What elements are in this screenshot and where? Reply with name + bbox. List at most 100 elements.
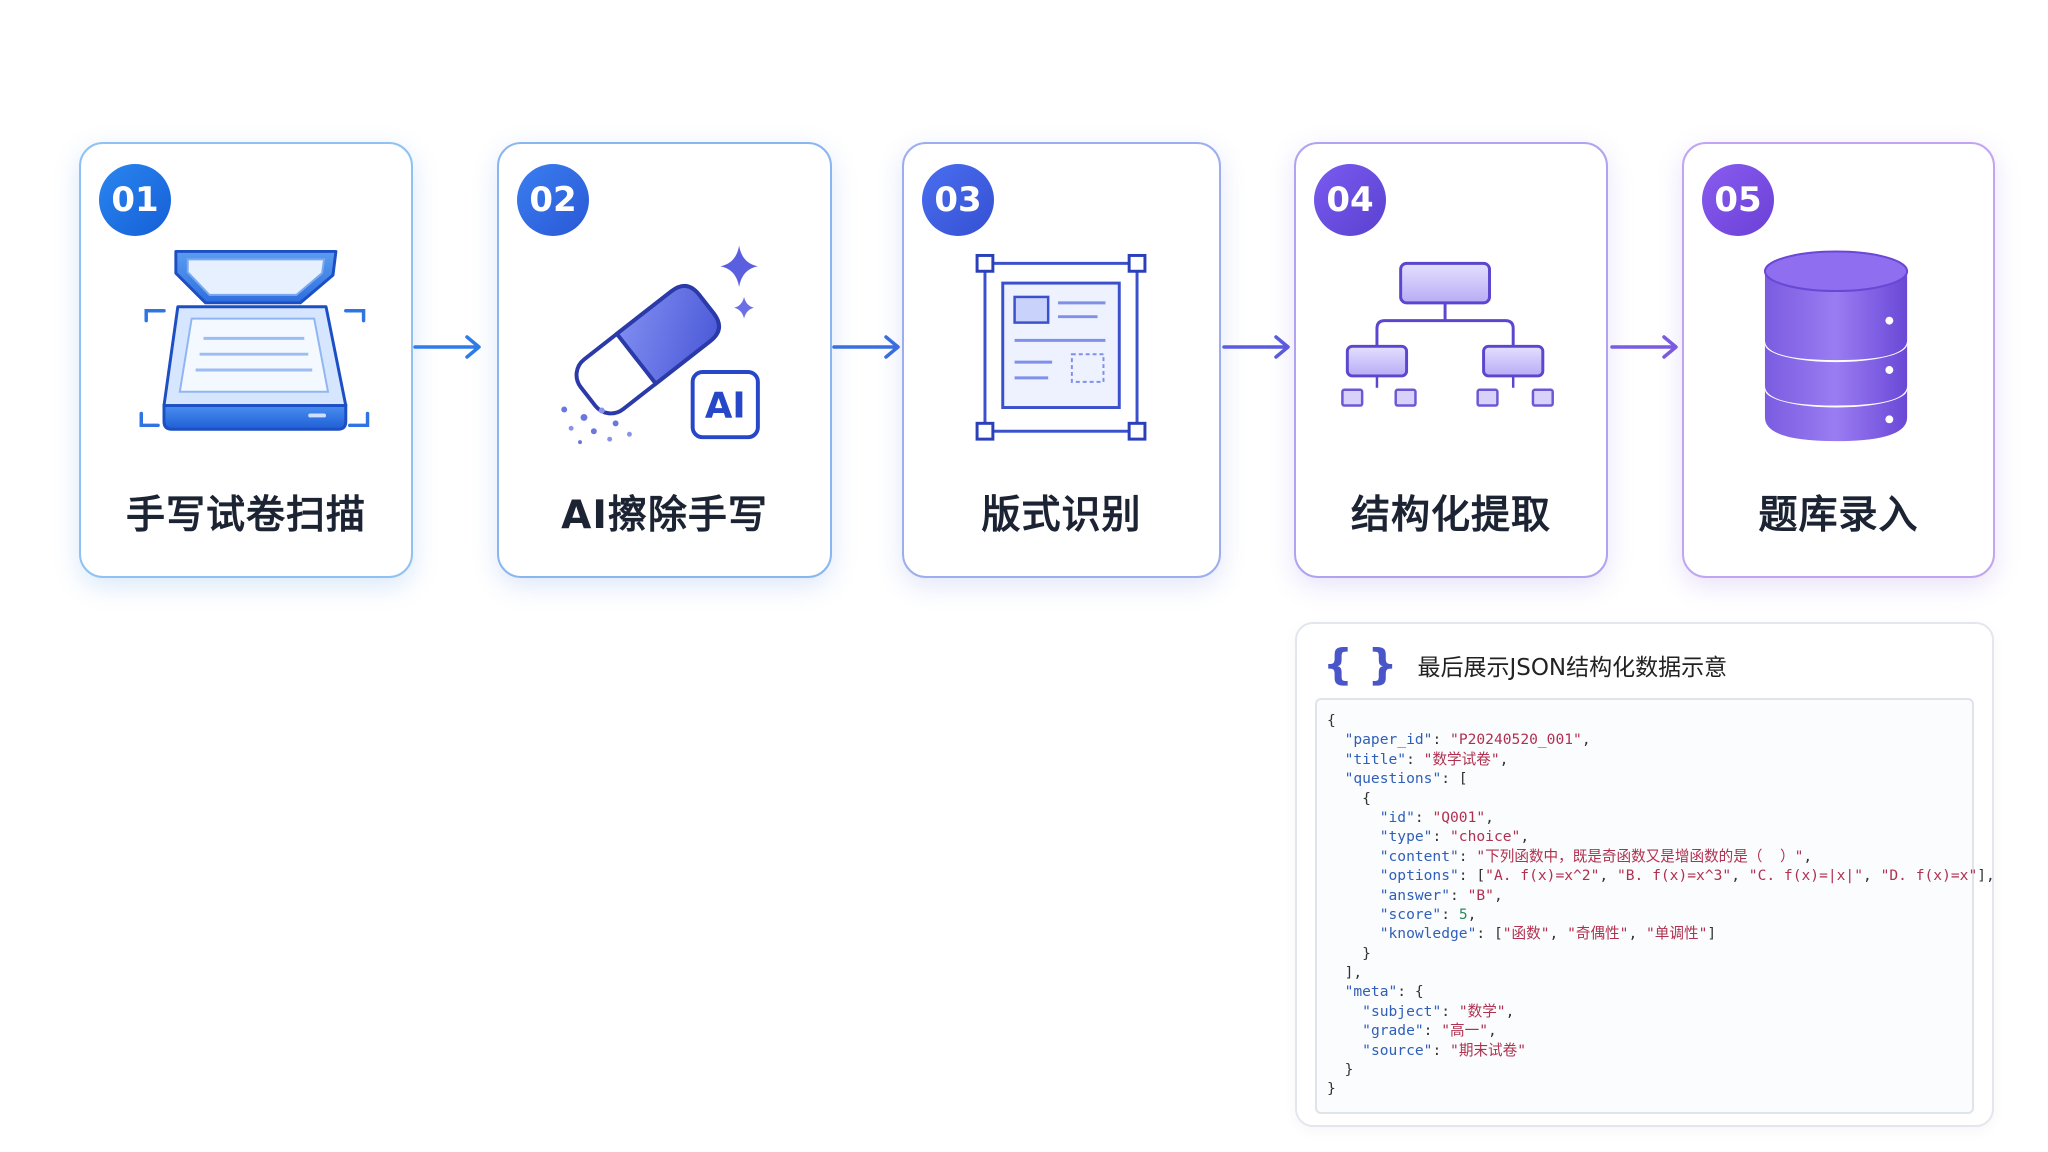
code-token: "subject" xyxy=(1362,1002,1442,1020)
code-token: "questions" xyxy=(1344,770,1442,788)
code-token xyxy=(1327,751,1345,768)
code-token: "choice" xyxy=(1450,828,1521,846)
code-token: "数学试卷" xyxy=(1423,750,1500,768)
code-line: "questions": [ xyxy=(1327,769,1972,788)
step-number-badge: 02 xyxy=(517,164,589,236)
code-token xyxy=(1327,1022,1362,1039)
code-line: { xyxy=(1327,789,1972,808)
code-token: , xyxy=(1581,731,1591,749)
code-token: : xyxy=(1406,750,1424,768)
code-token: "单调性" xyxy=(1646,925,1708,943)
code-token: "knowledge" xyxy=(1379,925,1477,943)
code-token: { xyxy=(1327,789,1371,807)
code-token: "P20240520_001" xyxy=(1450,731,1582,749)
code-line: "meta": { xyxy=(1327,982,1972,1001)
code-token: , xyxy=(1549,925,1568,943)
code-token xyxy=(1327,828,1380,845)
code-token: } xyxy=(1327,944,1371,962)
code-token: : xyxy=(1432,1041,1451,1059)
code-token: "score" xyxy=(1379,905,1442,923)
code-line: } xyxy=(1327,944,1972,963)
scanner-icon xyxy=(139,249,370,431)
arrow-right-icon xyxy=(832,335,900,359)
code-token: "高一" xyxy=(1441,1022,1489,1040)
code-token xyxy=(1327,770,1345,787)
step-label: 版式识别 xyxy=(981,493,1142,538)
code-token: } xyxy=(1327,1080,1336,1098)
code-token: , xyxy=(1505,1002,1515,1020)
code-token: "options" xyxy=(1379,867,1459,885)
code-token xyxy=(1327,887,1380,904)
code-token: : [ xyxy=(1458,867,1486,885)
step-number-badge: 04 xyxy=(1314,164,1386,236)
step-card-database: 05 题库录入 xyxy=(1682,142,1995,578)
code-token: "B. f(x)=x^3" xyxy=(1616,867,1732,885)
code-token xyxy=(1327,731,1345,748)
json-preview-panel: { } 最后展示JSON结构化数据示意 { "paper_id": "P2024… xyxy=(1295,622,1995,1127)
code-token: "下列函数中，既是奇函数又是增函数的是（ ）" xyxy=(1476,847,1804,865)
code-line: ], xyxy=(1327,963,1972,982)
database-icon xyxy=(1763,250,1909,442)
code-token: , xyxy=(1803,847,1813,865)
code-token: , xyxy=(1493,886,1503,904)
code-token: } xyxy=(1327,1061,1354,1079)
code-line: "id": "Q001", xyxy=(1327,808,1972,827)
code-token: , xyxy=(1520,828,1530,846)
code-token: "paper_id" xyxy=(1344,731,1433,749)
code-token: "title" xyxy=(1344,750,1407,768)
code-line: "subject": "数学", xyxy=(1327,1002,1972,1021)
code-token xyxy=(1327,809,1380,826)
code-token: , xyxy=(1599,867,1617,885)
step-label: AI擦除手写 xyxy=(561,493,768,538)
code-line: "type": "choice", xyxy=(1327,827,1972,846)
code-token xyxy=(1327,867,1380,884)
code-line: "options": ["A. f(x)=x^2", "B. f(x)=x^3"… xyxy=(1327,866,1995,885)
code-line: } xyxy=(1327,1079,1972,1098)
code-token: "content" xyxy=(1379,847,1459,865)
ai-badge-text: AI xyxy=(705,385,746,426)
code-token: , xyxy=(1731,867,1749,885)
code-token xyxy=(1327,925,1380,942)
arrow-right-icon xyxy=(1610,335,1678,359)
code-token: ] xyxy=(1707,925,1717,943)
eraser-ai-icon: AI xyxy=(561,245,760,445)
step-label: 结构化提取 xyxy=(1350,493,1551,538)
code-line: "title": "数学试卷", xyxy=(1327,750,1972,769)
step-card-scan: 01 手写试卷扫描 xyxy=(79,142,413,578)
code-token xyxy=(1327,848,1380,865)
code-token: "数学" xyxy=(1458,1002,1506,1020)
code-token xyxy=(1327,1003,1362,1020)
code-line: "grade": "高一", xyxy=(1327,1021,1972,1040)
code-token: 5 xyxy=(1458,905,1468,923)
code-token: "奇偶性" xyxy=(1567,925,1629,943)
code-token xyxy=(1327,1042,1362,1059)
step-label: 手写试卷扫描 xyxy=(125,493,366,538)
arrow-right-icon xyxy=(413,335,481,359)
step-label: 题库录入 xyxy=(1758,493,1919,538)
code-token: "id" xyxy=(1379,808,1415,826)
json-panel-header: { } 最后展示JSON结构化数据示意 xyxy=(1323,640,1727,690)
arrow-right-icon xyxy=(1222,335,1290,359)
step-card-layout: 03 版式识别 xyxy=(902,142,1221,578)
code-token: "A. f(x)=x^2" xyxy=(1485,867,1600,885)
code-token: "type" xyxy=(1379,828,1433,846)
code-token xyxy=(1327,983,1345,1000)
step-number-badge: 01 xyxy=(99,164,171,236)
code-token: : xyxy=(1441,905,1459,923)
layout-recognition-icon xyxy=(975,253,1147,441)
code-token: : xyxy=(1432,828,1451,846)
code-token: "C. f(x)=|x|" xyxy=(1748,867,1864,885)
code-token: , xyxy=(1467,905,1477,923)
code-token: "source" xyxy=(1362,1041,1433,1059)
code-token: : xyxy=(1432,731,1451,749)
code-line: } xyxy=(1327,1060,1972,1079)
code-token: , xyxy=(1488,1022,1497,1040)
code-token: , xyxy=(1485,808,1494,826)
code-line: "paper_id": "P20240520_001", xyxy=(1327,730,1972,749)
code-line: "knowledge": ["函数", "奇偶性", "单调性"] xyxy=(1327,924,1972,943)
code-token: : [ xyxy=(1476,925,1503,943)
code-token: { xyxy=(1327,712,1336,729)
code-token: , xyxy=(1863,867,1881,885)
code-line: "answer": "B", xyxy=(1327,886,1972,905)
code-token: : xyxy=(1441,1002,1459,1020)
